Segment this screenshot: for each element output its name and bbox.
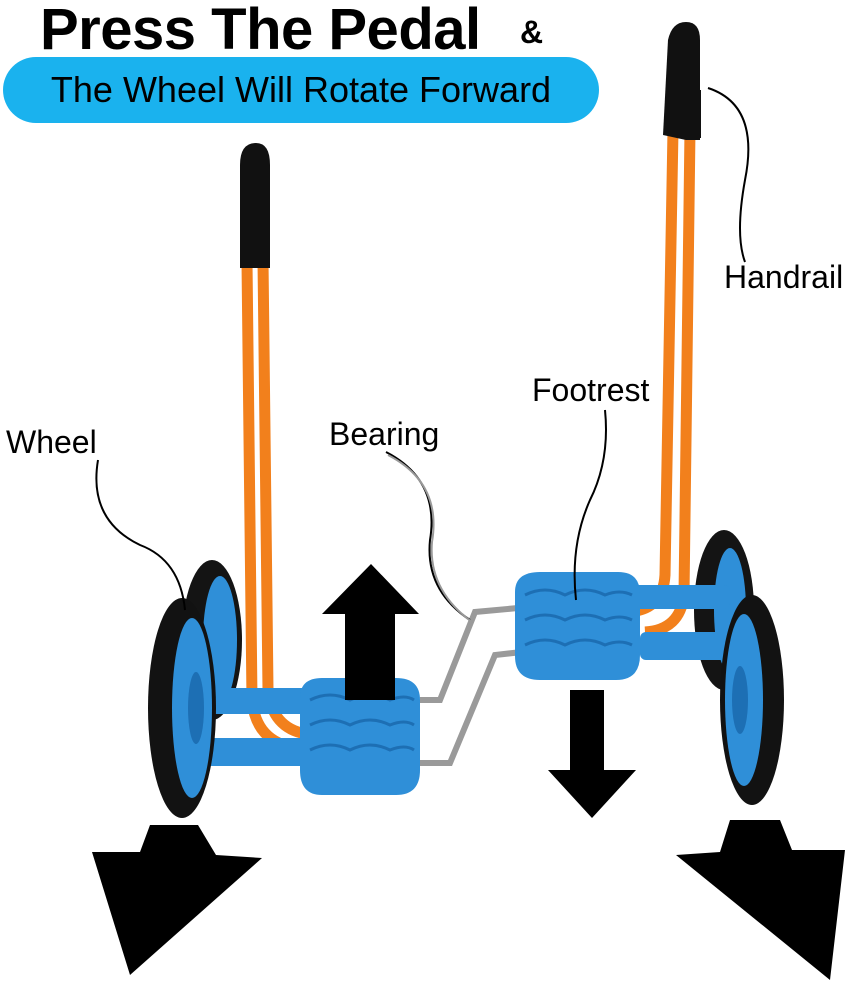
page-title: Press The Pedal xyxy=(40,0,481,62)
footrest-label: Footrest xyxy=(532,372,650,408)
bearing-rods xyxy=(415,605,523,766)
right-footrest xyxy=(515,572,640,680)
bearing-label: Bearing xyxy=(329,416,440,452)
down-left-arrow-icon xyxy=(92,825,262,975)
down-arrow-icon xyxy=(548,690,636,818)
up-arrow-icon xyxy=(322,564,419,700)
subtitle-text: The Wheel Will Rotate Forward xyxy=(50,69,552,110)
ampersand: & xyxy=(520,14,544,50)
wheel-callout-line xyxy=(95,459,186,611)
left-handrail xyxy=(240,143,308,754)
wheel-label: Wheel xyxy=(6,424,97,460)
right-handrail xyxy=(627,22,701,638)
down-right-arrow-icon xyxy=(676,820,845,980)
handrail-label: Handrail xyxy=(724,259,844,295)
handrail-callout-line xyxy=(707,87,750,263)
subtitle-banner: The Wheel Will Rotate Forward xyxy=(3,57,599,123)
front-left-wheel xyxy=(148,598,216,818)
footrest-callout-line xyxy=(573,409,607,601)
front-right-wheel xyxy=(720,595,784,805)
